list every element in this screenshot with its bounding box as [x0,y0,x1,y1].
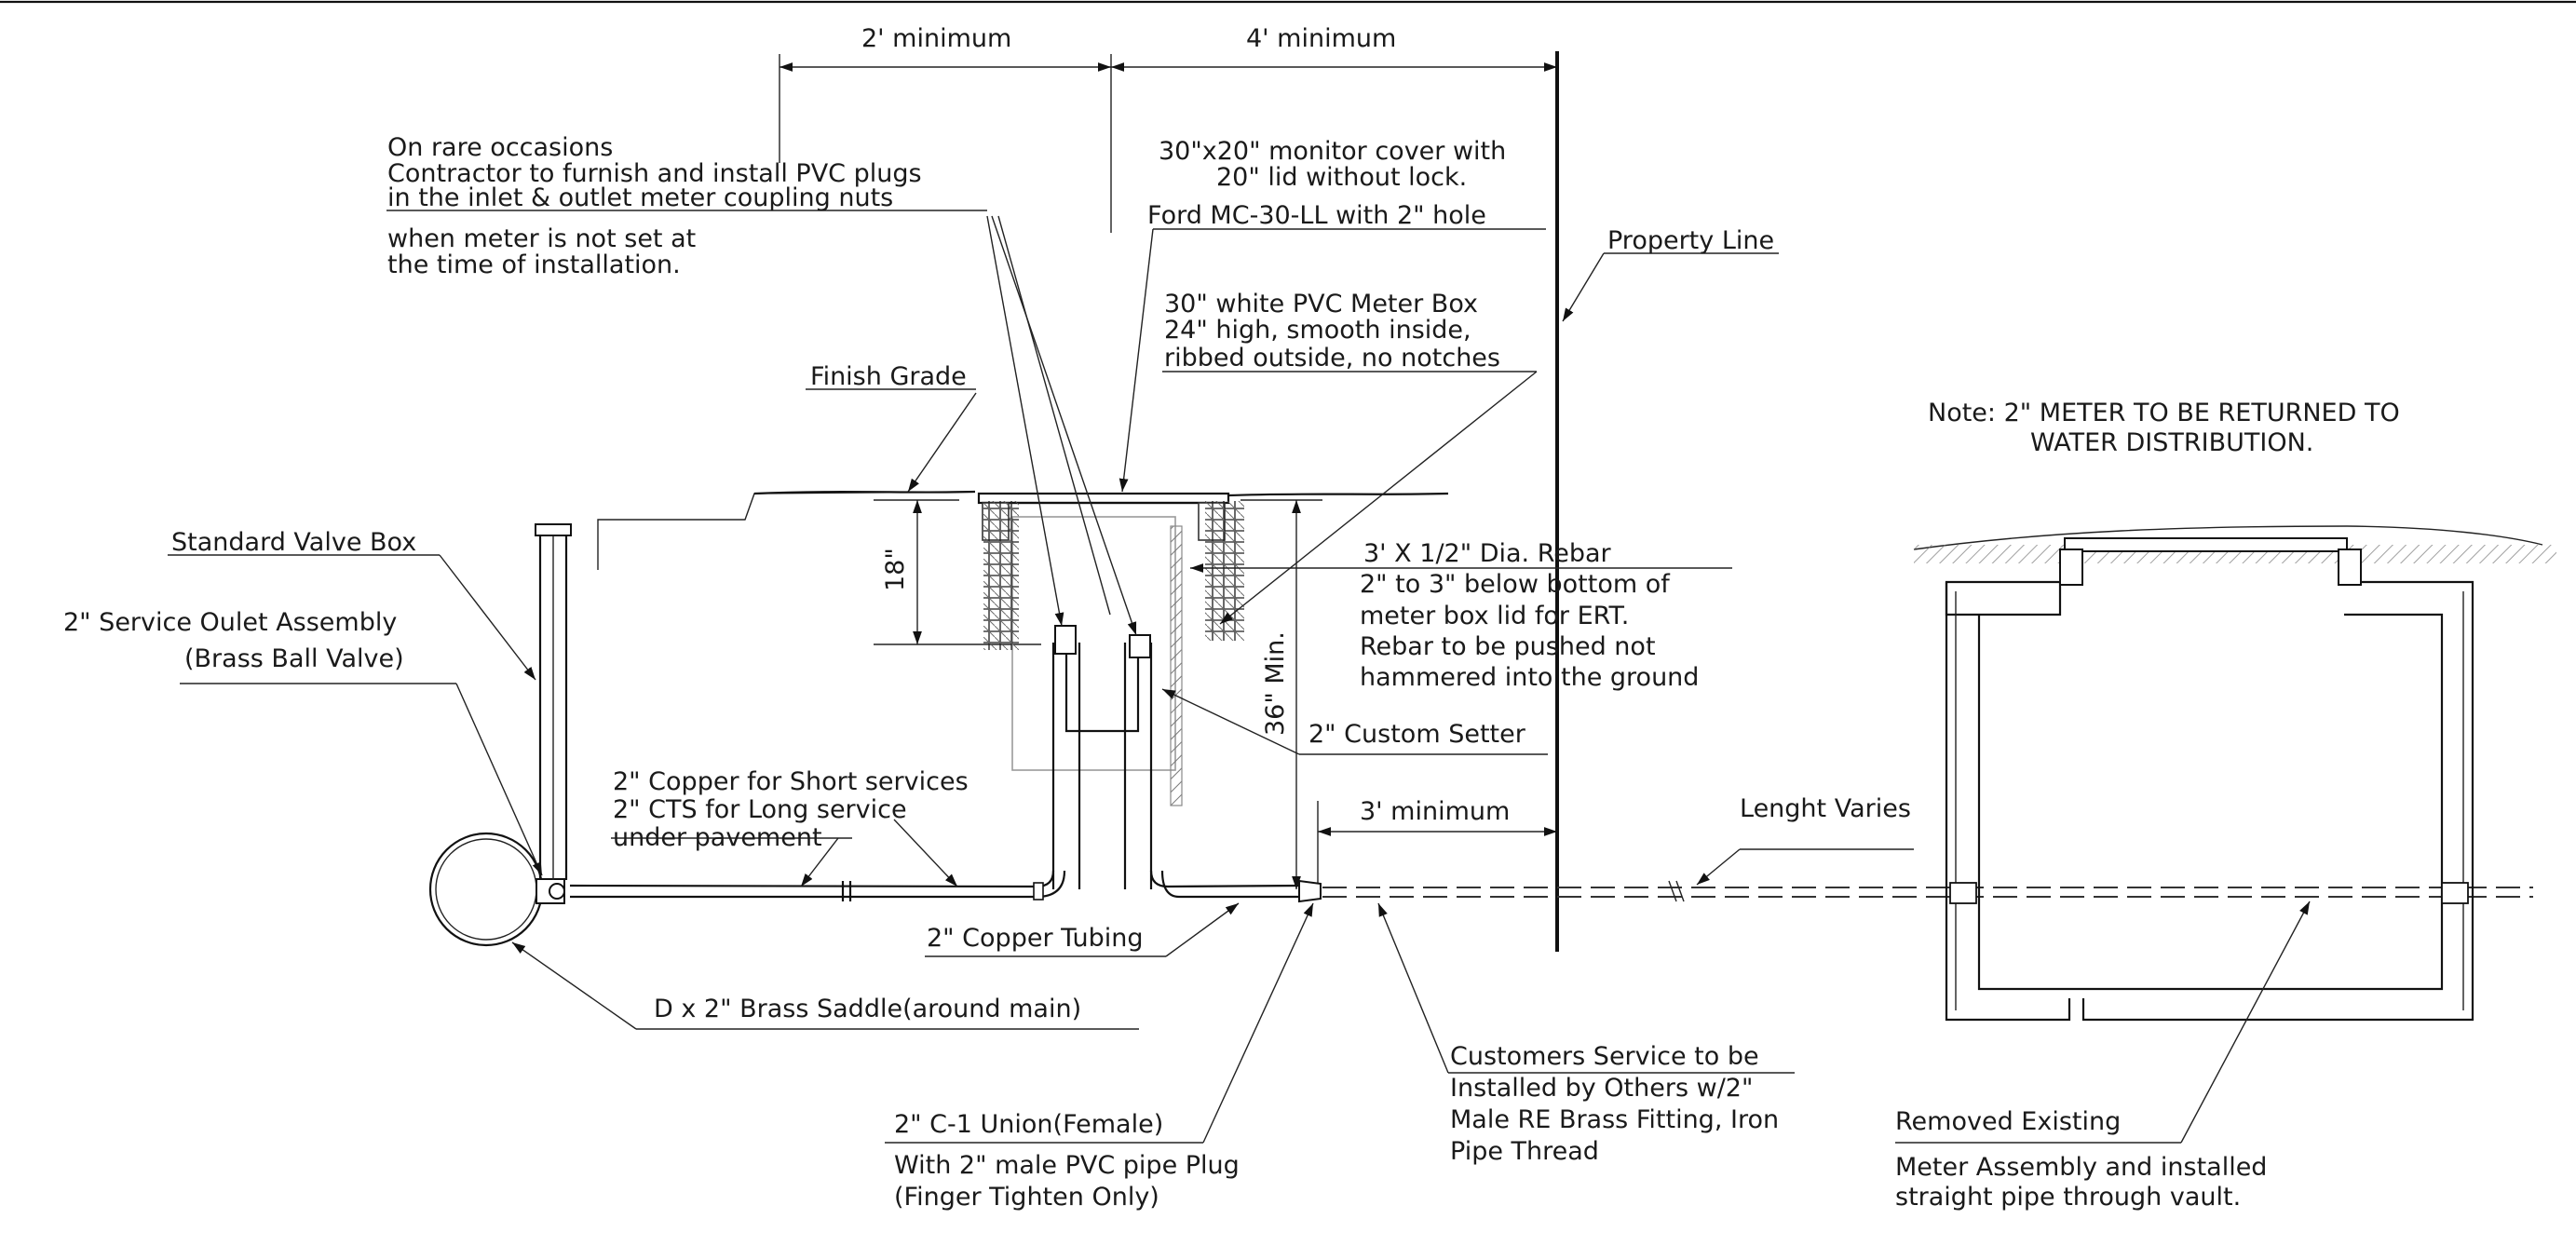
label-removed-1: Removed Existing [1895,1107,2121,1136]
label-rebar-2: 2" to 3" below bottom of [1360,570,1671,599]
dim-three-minimum: 3' minimum [1360,797,1510,826]
leader-lines [168,210,2311,1144]
label-length-varies: Lenght Varies [1740,794,1911,823]
label-valve-box: Standard Valve Box [171,528,416,557]
label-rebar-4: Rebar to be pushed not [1360,632,1656,661]
dim-eighteen: 18" [881,548,910,591]
label-removed-3: straight pipe through vault. [1895,1183,2241,1212]
label-finish-grade: Finish Grade [810,362,967,391]
label-cts-long: 2" CTS for Long service [613,795,907,824]
label-union-3: (Finger Tighten Only) [894,1183,1159,1212]
label-rare-occasions: On rare occasions [387,133,613,162]
label-under-pavement: under pavement [613,823,822,852]
custom-setter [1051,625,1153,889]
dim-thirtysix-min: 36" Min. [1261,631,1290,736]
label-meter-box-1: 30" white PVC Meter Box [1164,290,1478,318]
label-customer-4: Pipe Thread [1450,1137,1599,1166]
label-customer-3: Male RE Brass Fitting, Iron [1450,1105,1779,1134]
label-note-1: Note: 2" METER TO BE RETURNED TO [1928,399,2400,427]
label-cover-3: Ford MC-30-LL with 2" hole [1147,201,1486,230]
label-custom-setter: 2" Custom Setter [1308,720,1526,749]
main-and-valve-box [428,523,572,947]
label-outlet-assembly: 2" Service Oulet Assembly [63,608,397,637]
label-removed-2: Meter Assembly and installed [1895,1153,2267,1182]
label-rebar-1: 3' X 1/2" Dia. Rebar [1363,539,1612,568]
label-brass-ball-valve: (Brass Ball Valve) [184,644,404,673]
label-copper-tubing: 2" Copper Tubing [927,924,1144,953]
label-customer-1: Customers Service to be [1450,1042,1759,1071]
label-union-2: With 2" male PVC pipe Plug [894,1151,1240,1180]
label-plugs-4: the time of installation. [387,251,681,279]
label-customer-2: Installed by Others w/2" [1450,1074,1753,1103]
label-note-2: WATER DISTRIBUTION. [2030,428,2313,457]
label-plugs-1: Contractor to furnish and install PVC pl… [387,159,922,188]
label-rebar-3: meter box lid for ERT. [1360,602,1629,630]
finish-grade-line [597,490,1449,570]
meter-box [977,492,1244,806]
label-plugs-3: when meter is not set at [387,224,696,253]
dim-two-minimum: 2' minimum [861,24,1011,53]
label-cover-2: 20" lid without lock. [1216,163,1467,192]
label-copper-short: 2" Copper for Short services [613,767,969,796]
label-cover-1: 30"x20" monitor cover with [1159,137,1506,166]
existing-vault [1913,525,2556,1022]
label-plugs-2: in the inlet & outlet meter coupling nut… [387,183,893,212]
label-property-line: Property Line [1607,226,1774,255]
dimension-lines [779,54,1557,889]
label-meter-box-2: 24" high, smooth inside, [1164,316,1471,345]
dim-four-minimum: 4' minimum [1246,24,1396,53]
service-piping [569,870,2533,903]
label-brass-saddle: D x 2" Brass Saddle(around main) [654,995,1081,1023]
label-meter-box-3: ribbed outside, no notches [1164,344,1500,372]
label-union-1: 2" C-1 Union(Female) [894,1110,1163,1139]
label-rebar-5: hammered into the ground [1360,663,1699,692]
